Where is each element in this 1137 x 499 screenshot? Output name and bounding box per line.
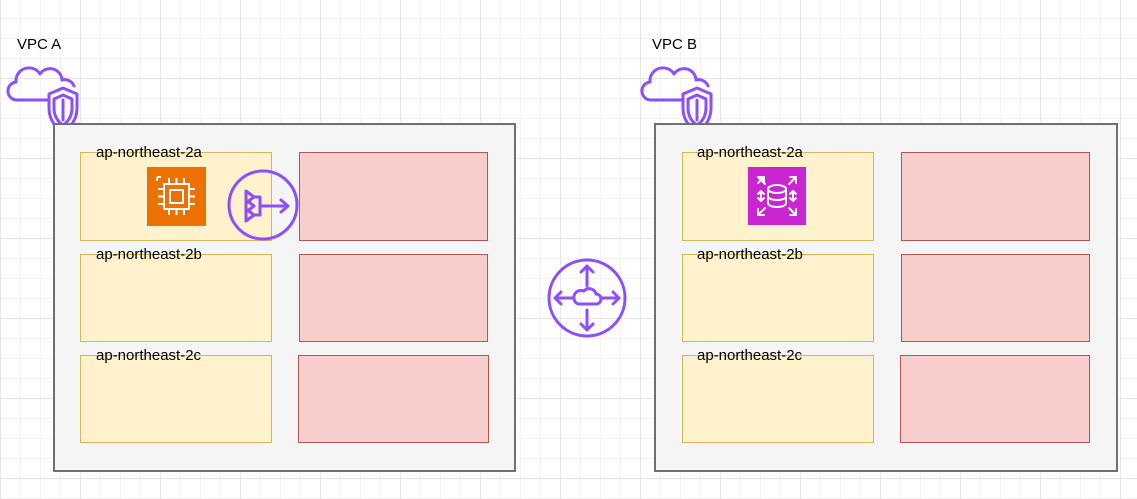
vpc-b-label: VPC B — [652, 36, 698, 53]
transit-gateway-icon — [547, 258, 627, 338]
vpc-a-az-label-2c: ap-northeast-2c — [96, 347, 202, 364]
rds-database-icon — [748, 167, 806, 225]
vpc-a-az-2c — [80, 355, 272, 443]
vpc-b-az-2c — [682, 355, 874, 443]
vpc-a-subnet-2a — [299, 152, 488, 241]
vpc-a-subnet-2c — [298, 355, 489, 443]
vpc-b-subnet-2b — [901, 254, 1090, 342]
vpc-a-az-label-2a: ap-northeast-2a — [96, 144, 202, 161]
vpc-a-az-2b — [80, 254, 272, 342]
vpc-b-az-2b — [682, 254, 874, 342]
ec2-instance-icon — [147, 167, 206, 226]
vpc-b-az-label-2c: ap-northeast-2c — [697, 347, 803, 364]
vpc-a-subnet-2b — [299, 254, 488, 342]
vpc-b-subnet-2a — [901, 152, 1090, 241]
vpc-a-label: VPC A — [17, 36, 62, 53]
nat-gateway-icon — [227, 169, 299, 241]
vpc-a-az-label-2b: ap-northeast-2b — [96, 246, 202, 263]
vpc-b-subnet-2c — [900, 355, 1090, 443]
vpc-b-az-label-2b: ap-northeast-2b — [697, 246, 803, 263]
vpc-b-az-label-2a: ap-northeast-2a — [697, 144, 803, 161]
